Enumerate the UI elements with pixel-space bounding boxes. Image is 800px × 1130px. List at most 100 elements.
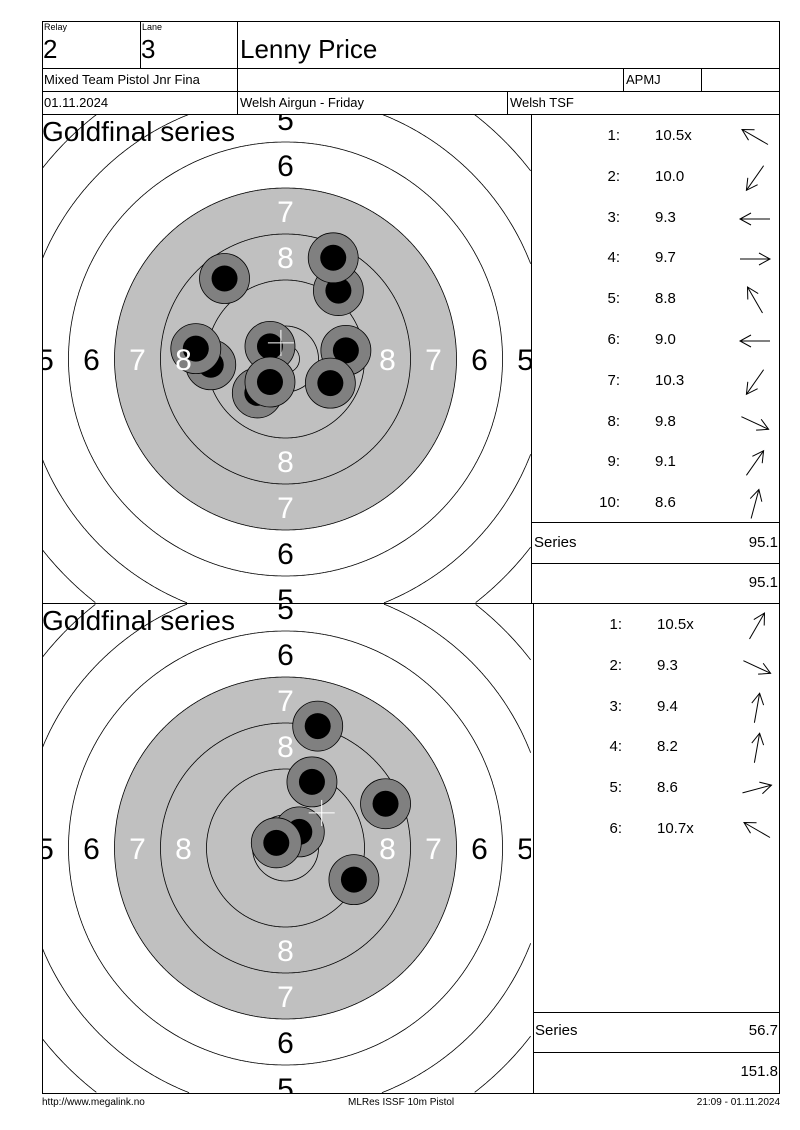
shot-4 — [292, 700, 344, 752]
ring-label-7: 7 — [277, 196, 294, 229]
shot-hole — [182, 335, 209, 362]
shot-hole — [263, 829, 290, 856]
ring-label-6: 6 — [277, 538, 294, 571]
shot-row: 9: 9.1 — [531, 450, 780, 476]
shot-number: 5: — [609, 779, 622, 797]
shot-number: 1: — [609, 616, 622, 633]
ring-7 — [114, 676, 457, 1020]
direction-arrow-icon — [751, 691, 765, 723]
ring-label-6: 6 — [277, 1027, 294, 1060]
shot-number: 7: — [607, 371, 620, 389]
ring-label-7: 7 — [129, 833, 146, 866]
shot-10 — [307, 232, 359, 284]
shot-row: 3:9.3 — [531, 207, 780, 231]
shot-number: 6: — [609, 820, 622, 837]
divider — [701, 68, 702, 91]
direction-arrow-icon — [743, 660, 772, 675]
section-divider — [42, 603, 780, 604]
direction-arrow-icon — [745, 165, 765, 191]
ring-label-8: 8 — [175, 833, 192, 866]
ring-label-5: 5 — [42, 344, 54, 377]
ring-label-8: 8 — [277, 446, 294, 479]
shot-score: 10.7x — [657, 820, 694, 837]
ring-label-8: 8 — [277, 242, 294, 275]
shot-row: 2:9.3 — [533, 655, 782, 679]
ring-5 — [42, 604, 531, 1093]
direction-arrow-icon — [745, 450, 765, 476]
shot-8 — [304, 357, 356, 409]
club-name: Welsh TSF — [510, 95, 574, 110]
direction-arrow-icon — [741, 128, 769, 145]
shot-5 — [360, 778, 411, 830]
ring-label-5: 5 — [517, 344, 531, 377]
shot-7 — [244, 356, 296, 408]
ring-4 — [42, 604, 531, 1093]
shot-row: 1: 10.5x — [533, 612, 782, 640]
date: 01.11.2024 — [44, 95, 109, 110]
direction-arrow-icon — [745, 369, 765, 395]
ring-label-7: 7 — [277, 492, 294, 525]
ring-label-5: 5 — [277, 1073, 294, 1093]
shot-number: 4: — [609, 738, 622, 756]
shot-number: 3: — [607, 208, 620, 226]
direction-arrow-icon — [746, 286, 763, 314]
ring-label-7: 7 — [277, 981, 294, 1014]
direction-arrow-icon — [743, 821, 771, 838]
shot-2 — [328, 854, 380, 906]
ring-label-8: 8 — [277, 935, 294, 968]
shot-hole — [332, 337, 359, 364]
ring-label-6: 6 — [471, 344, 488, 377]
shot-score: 9.8 — [655, 412, 676, 430]
ring-8 — [160, 722, 411, 974]
ring-label-6: 6 — [277, 639, 294, 672]
shooter-name: Lenny Price — [240, 34, 378, 64]
ring-7 — [114, 187, 457, 531]
ring-label-8: 8 — [175, 344, 192, 377]
shot-number: 2: — [607, 167, 620, 185]
shot-row: 6: 10.7x — [533, 818, 782, 842]
divider — [42, 68, 780, 69]
ring-label-7: 7 — [425, 833, 442, 866]
shot-score: 8.6 — [655, 494, 676, 512]
direction-arrow-icon — [740, 252, 772, 266]
ring-5 — [42, 114, 531, 603]
shot-number: 5: — [607, 290, 620, 308]
shot-row: 1:10.5x — [531, 125, 780, 149]
footer-program: MLRes ISSF 10m Pistol — [348, 1097, 455, 1108]
shot-row: 3:9.4 — [533, 691, 782, 723]
shot-row: 4:9.7 — [531, 247, 780, 271]
shot-score: 9.7 — [655, 249, 676, 267]
relay-label: Relay — [44, 22, 68, 32]
series-label: Series — [535, 1022, 578, 1039]
running-total: 151.8 — [740, 1063, 778, 1080]
lane-value: 3 — [141, 34, 156, 64]
series-label: Series — [534, 534, 577, 551]
ring-label-5: 5 — [277, 584, 294, 603]
shot-score: 10.5x — [657, 616, 694, 633]
divider — [533, 603, 534, 1093]
shot-score: 9.0 — [655, 331, 676, 348]
divider — [531, 522, 780, 523]
ring-label-8: 8 — [277, 731, 294, 764]
direction-arrow-icon — [749, 488, 763, 519]
shot-number: 6: — [607, 331, 620, 348]
shot-row: 8:9.8 — [531, 411, 780, 435]
divider — [531, 114, 532, 603]
series-title: Goldfinal series — [42, 605, 235, 636]
ring-label-6: 6 — [471, 833, 488, 866]
series-total: 95.1 — [748, 534, 778, 551]
group-center-cross — [308, 799, 335, 826]
lane-label: Lane — [142, 22, 163, 32]
shot-score: 10.5x — [655, 127, 692, 144]
ring-label-8: 8 — [379, 344, 396, 377]
direction-arrow-icon — [749, 612, 766, 640]
shot-score: 9.3 — [657, 656, 678, 674]
shot-number: 9: — [607, 453, 620, 471]
shot-score: 9.1 — [655, 453, 676, 471]
shot-hole — [372, 790, 399, 817]
